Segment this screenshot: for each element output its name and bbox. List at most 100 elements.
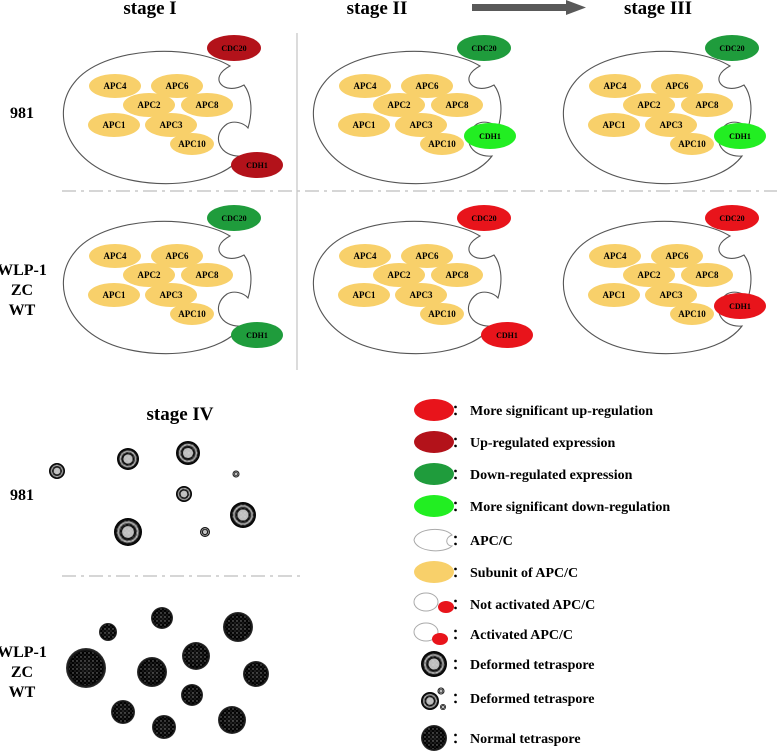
- subunit-oval: [588, 113, 640, 137]
- subunit-apc6: APC6: [151, 74, 203, 98]
- subunit-label: APC4: [104, 81, 127, 91]
- cdc20-label: CDC20: [719, 214, 744, 223]
- tetraspore-icon: [176, 486, 192, 502]
- subunit-apc3: APC3: [645, 283, 697, 307]
- subunit-label: APC6: [416, 81, 439, 91]
- legend-item: ： Deformed tetraspore: [421, 687, 595, 710]
- legend-item: ：Up-regulated expression: [414, 431, 616, 453]
- stage-label-2: stage II: [347, 0, 408, 19]
- subunit-apc4: APC4: [589, 74, 641, 98]
- tetraspore-icon: [200, 527, 210, 537]
- subunit-oval: [170, 303, 214, 325]
- svg-text:WT: WT: [9, 302, 36, 319]
- subunit-label: APC3: [160, 290, 183, 300]
- green-oval-icon: [414, 463, 454, 485]
- subunit-label: APC1: [353, 290, 376, 300]
- subunit-oval: [88, 113, 140, 137]
- deformed-small-spores-icon: [421, 687, 446, 710]
- cdh1-oval: [231, 322, 283, 348]
- cdc20-oval: [457, 35, 511, 61]
- subunit-label: APC8: [696, 100, 719, 110]
- tetraspore-icon: [99, 623, 117, 641]
- subunit-label: APC8: [696, 270, 719, 280]
- subunit-label: APC1: [353, 120, 376, 130]
- dark-red-oval-icon: [414, 431, 454, 453]
- tetraspore-icon: [421, 692, 439, 710]
- cdc20-coactivator: CDC20: [457, 205, 511, 231]
- row-label-981: 981: [10, 105, 34, 122]
- stage-label-4: stage IV: [146, 404, 213, 425]
- cdh1-coactivator: CDH1: [231, 152, 283, 178]
- subunit-apc3: APC3: [395, 113, 447, 137]
- deformed-spore-icon: [421, 651, 447, 677]
- subunit-oval: [670, 303, 714, 325]
- legend-item: ：Deformed tetraspore: [421, 651, 595, 677]
- subunit-label: APC4: [354, 251, 377, 261]
- subunit-apc10: APC10: [670, 133, 714, 155]
- stage-label-3: stage III: [624, 0, 692, 19]
- subunit-label: APC4: [604, 81, 627, 91]
- cdh1-oval: [714, 293, 766, 319]
- subunit-label: APC10: [178, 309, 206, 319]
- subunit-oval: [145, 113, 197, 137]
- cdh1-label: CDH1: [246, 331, 268, 340]
- tetraspore-icon: [151, 607, 173, 629]
- legend-separator: ：: [452, 404, 466, 419]
- legend-separator: ：: [452, 692, 466, 707]
- subunit-oval: [151, 244, 203, 268]
- subunit-oval: [420, 133, 464, 155]
- subunit-apc2: APC2: [373, 263, 425, 287]
- svg-text:ZC: ZC: [11, 282, 33, 299]
- cdh1-coactivator: CDH1: [481, 322, 533, 348]
- cdh1-label: CDH1: [246, 161, 268, 170]
- legend-label: More significant up-regulation: [470, 404, 653, 419]
- tetraspore-icon: [232, 470, 240, 478]
- subunit-label: APC2: [138, 100, 161, 110]
- subunit-apc4: APC4: [339, 244, 391, 268]
- subunit-label: APC8: [446, 100, 469, 110]
- subunit-apc1: APC1: [88, 283, 140, 307]
- tetraspore-icon: [421, 651, 447, 677]
- subunit-label: APC3: [410, 290, 433, 300]
- legend-separator: ：: [452, 628, 466, 643]
- subunit-apc6: APC6: [651, 74, 703, 98]
- tetraspore-icon: [176, 441, 200, 465]
- legend-label: Deformed tetraspore: [470, 692, 595, 707]
- cdc20-label: CDC20: [221, 214, 246, 223]
- subunit-oval: [89, 74, 141, 98]
- subunit-oval: [670, 133, 714, 155]
- subunit-apc8: APC8: [431, 93, 483, 117]
- legend-label: Deformed tetraspore: [470, 658, 595, 673]
- subunit-apc3: APC3: [395, 283, 447, 307]
- subunit-oval: [651, 74, 703, 98]
- cdc20-oval: [705, 205, 759, 231]
- stage-label-1: stage I: [123, 0, 176, 19]
- svg-text:WLP-1: WLP-1: [0, 262, 47, 279]
- legend-label: APC/C: [470, 534, 513, 549]
- row-label-wlp1-zc-wt: WLP-1 ZC WT: [0, 262, 47, 319]
- activated-icon: [413, 622, 448, 645]
- subunit-label: APC6: [416, 251, 439, 261]
- subunit-apc2: APC2: [623, 263, 675, 287]
- subunit-label: APC3: [660, 120, 683, 130]
- subunit-label: APC6: [666, 81, 689, 91]
- subunit-oval: [589, 244, 641, 268]
- legend-separator: ：: [452, 468, 466, 483]
- yellow-oval-icon: [414, 561, 454, 583]
- legend-label: More significant down-regulation: [470, 500, 670, 515]
- subunit-apc10: APC10: [420, 303, 464, 325]
- subunit-apc2: APC2: [123, 93, 175, 117]
- cdh1-oval: [714, 123, 766, 149]
- cdc20-coactivator: CDC20: [705, 35, 759, 61]
- subunit-label: APC8: [196, 100, 219, 110]
- bright-green-oval-icon: [414, 495, 454, 517]
- subunit-apc10: APC10: [670, 303, 714, 325]
- legend-item: ：APC/C: [413, 528, 513, 552]
- tetraspore-icon: [181, 684, 203, 706]
- cdc20-label: CDC20: [471, 44, 496, 53]
- subunit-oval: [395, 113, 447, 137]
- tetraspore-icon: [117, 448, 139, 470]
- tetraspore-icon: [137, 657, 167, 687]
